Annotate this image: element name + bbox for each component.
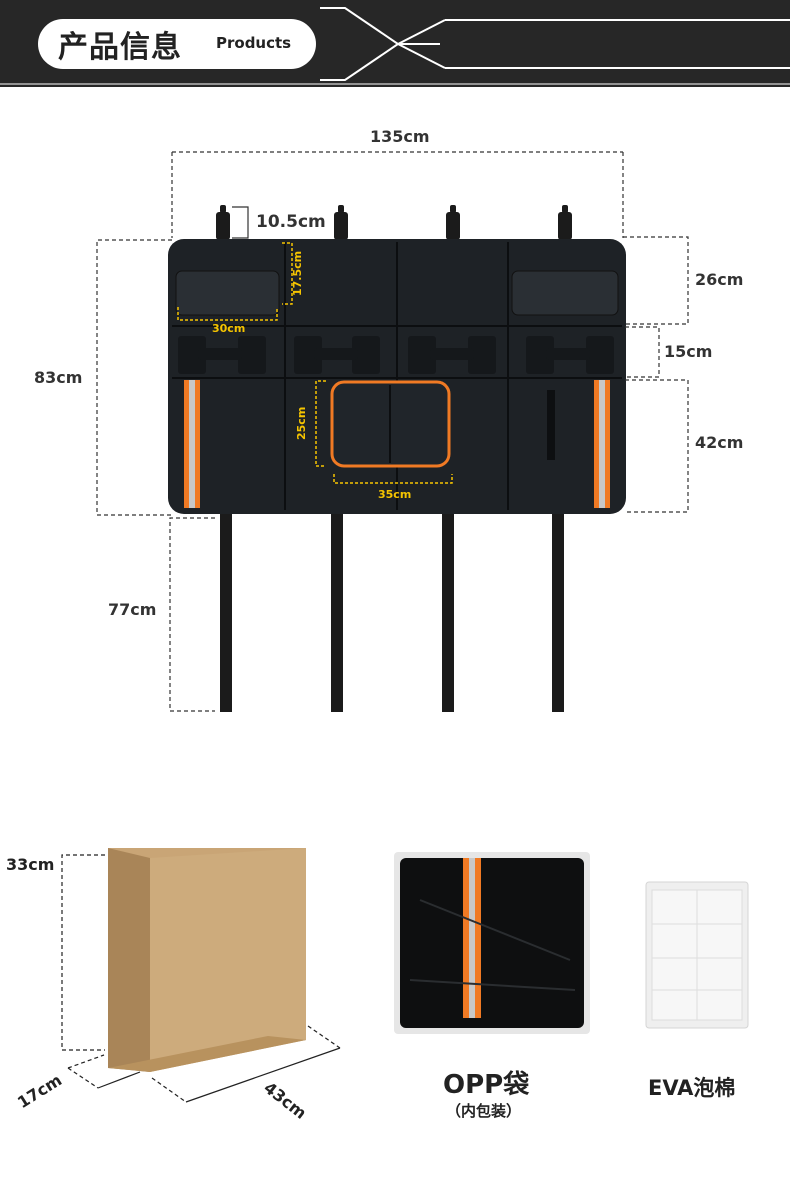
height-dimension-line	[96, 239, 172, 516]
center-pocket-width-label: 35cm	[378, 488, 412, 501]
eva-foam	[645, 881, 749, 1029]
pocket-height-label: 17.5cm	[291, 250, 304, 296]
page-title-en: Products	[216, 34, 292, 52]
box-depth-lines	[67, 1054, 141, 1089]
box-height-label: 33cm	[6, 855, 55, 874]
box-dimension-lines	[61, 854, 105, 1051]
strap-dimension-line	[169, 517, 215, 712]
bottom-section-label: 42cm	[695, 433, 744, 452]
bottom-straps	[220, 512, 564, 712]
strap-length-label: 77cm	[108, 600, 157, 619]
top-left-pocket	[175, 270, 280, 316]
eva-foam-label: EVA泡棉	[648, 1076, 736, 1100]
opp-bag	[394, 852, 590, 1034]
buckle-label: 10.5cm	[256, 212, 326, 232]
pocket-width-label: 30cm	[212, 322, 246, 335]
title-pill: 产品信息 Products	[38, 19, 316, 69]
bottle-holders	[178, 336, 614, 374]
middle-section-label: 15cm	[664, 342, 713, 361]
height-label: 83cm	[34, 368, 83, 387]
top-buckles	[216, 205, 572, 240]
opp-bag-sublabel: （内包装）	[446, 1102, 522, 1120]
shipping-box	[108, 848, 306, 1072]
velcro-strap	[547, 390, 555, 460]
width-label: 135cm	[370, 127, 430, 146]
section-dimension-lines	[623, 236, 689, 513]
page-title: 产品信息	[58, 30, 182, 65]
header-decoration	[0, 7, 790, 85]
header-bar: 产品信息 Products	[0, 0, 790, 87]
top-section-label: 26cm	[695, 270, 744, 289]
top-right-pocket	[511, 270, 619, 316]
box-width-lines	[151, 1025, 341, 1103]
yellow-dimension-lines	[177, 242, 453, 484]
opp-bag-label: OPP袋	[443, 1070, 530, 1100]
width-dimension-line	[171, 151, 624, 238]
organizer-seams	[172, 242, 622, 510]
reflective-strips	[184, 380, 610, 508]
center-pocket-height-label: 25cm	[295, 406, 308, 440]
